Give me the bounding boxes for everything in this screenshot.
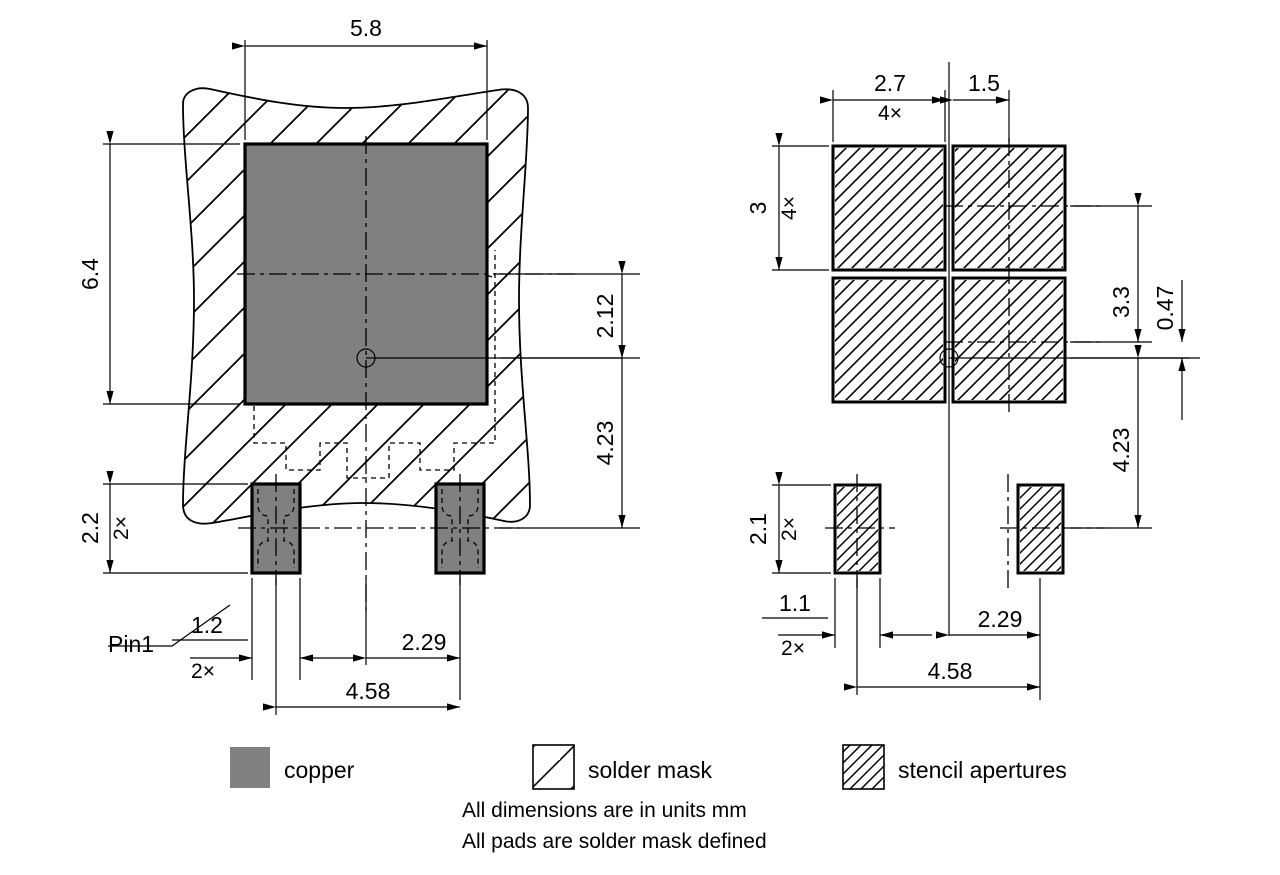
dim-3	[772, 133, 829, 271]
dim-label-4p23-left: 4.23	[592, 421, 618, 466]
note-line-2: All pads are solder mask defined	[462, 830, 767, 853]
stencil-aperture-bottom-left-hatch	[835, 280, 943, 400]
dim-2p2	[103, 471, 248, 574]
dim-mult-2p2: 2×	[110, 516, 133, 540]
note-line-1: All dimensions are in units mm	[462, 799, 747, 822]
dim-label-3: 3	[745, 202, 771, 215]
legend-swatch-copper	[230, 747, 270, 788]
dim-2p29-left-view	[353, 578, 461, 700]
dim-3p3	[1070, 193, 1152, 343]
dim-label-2p1: 2.1	[745, 513, 771, 545]
dim-4p23-left-view	[500, 345, 640, 529]
right-view-group: 2.7 4× 1.5 3 4× 3.3 0.47 4.23 2.1 2× 1.1…	[745, 62, 1200, 700]
legend-swatch-stencil-apertures	[842, 744, 885, 790]
left-view-centerlines	[237, 136, 580, 616]
notes-group: All dimensions are in units mm All pads …	[462, 799, 767, 853]
dim-1p5	[940, 90, 1010, 142]
dim-mult-3: 4×	[778, 196, 801, 220]
dim-4p58-left-view	[263, 578, 460, 715]
dim-mult-1p1: 2×	[781, 637, 805, 660]
legend-label-copper: copper	[284, 757, 355, 783]
dim-2p1	[772, 472, 831, 574]
pin1-label: Pin1	[108, 631, 154, 657]
dim-label-0p47: 0.47	[1152, 286, 1178, 331]
dim-mult-1p2: 2×	[191, 660, 215, 683]
pin1-leader	[108, 604, 231, 647]
dim-mult-2p7: 4×	[878, 102, 902, 125]
dim-label-2p29-left: 2.29	[402, 629, 447, 655]
dim-2p12	[500, 261, 640, 359]
dim-label-2p7: 2.7	[874, 70, 906, 96]
dim-1p2	[172, 578, 362, 680]
dim-label-4p58-right: 4.58	[928, 658, 973, 684]
dim-label-2p2: 2.2	[77, 512, 103, 544]
dim-label-2p29-right: 2.29	[978, 606, 1023, 632]
dim-5p8	[232, 40, 488, 140]
dim-4p23-right-view	[1070, 345, 1152, 529]
stencil-aperture-top-left-hatch	[835, 148, 943, 268]
dim-label-1p5: 1.5	[968, 70, 1000, 96]
legend-label-stencil-apertures: stencil apertures	[898, 757, 1067, 783]
dim-1p1	[762, 578, 932, 648]
dim-4p58-right-view	[844, 578, 1040, 695]
dim-2p29-right-view	[936, 578, 1041, 700]
stencil-pin-aperture-right-hatch	[1020, 487, 1061, 571]
dim-label-1p1: 1.1	[779, 590, 811, 616]
dim-mult-2p1: 2×	[778, 517, 801, 541]
left-view-group: 5.8 6.4 2.12 4.23 2.2 2× 1.2 2× 2.29 4.5…	[77, 15, 640, 715]
dim-label-1p2: 1.2	[191, 612, 223, 638]
dim-label-6p4: 6.4	[77, 258, 103, 290]
dim-label-2p12: 2.12	[592, 294, 618, 339]
dim-label-4p23-right: 4.23	[1108, 428, 1134, 473]
legend-swatch-solder-mask	[532, 744, 575, 790]
legend-group: copper solder mask stencil apertures	[230, 744, 1067, 790]
legend-label-solder-mask: solder mask	[588, 757, 712, 783]
dim-label-3p3: 3.3	[1108, 286, 1134, 318]
dim-label-5p8: 5.8	[350, 15, 382, 41]
dim-label-4p58-left: 4.58	[346, 678, 391, 704]
dim-6p4	[103, 131, 240, 405]
component-body-outline	[253, 250, 496, 479]
dim-0p47	[1070, 280, 1200, 420]
